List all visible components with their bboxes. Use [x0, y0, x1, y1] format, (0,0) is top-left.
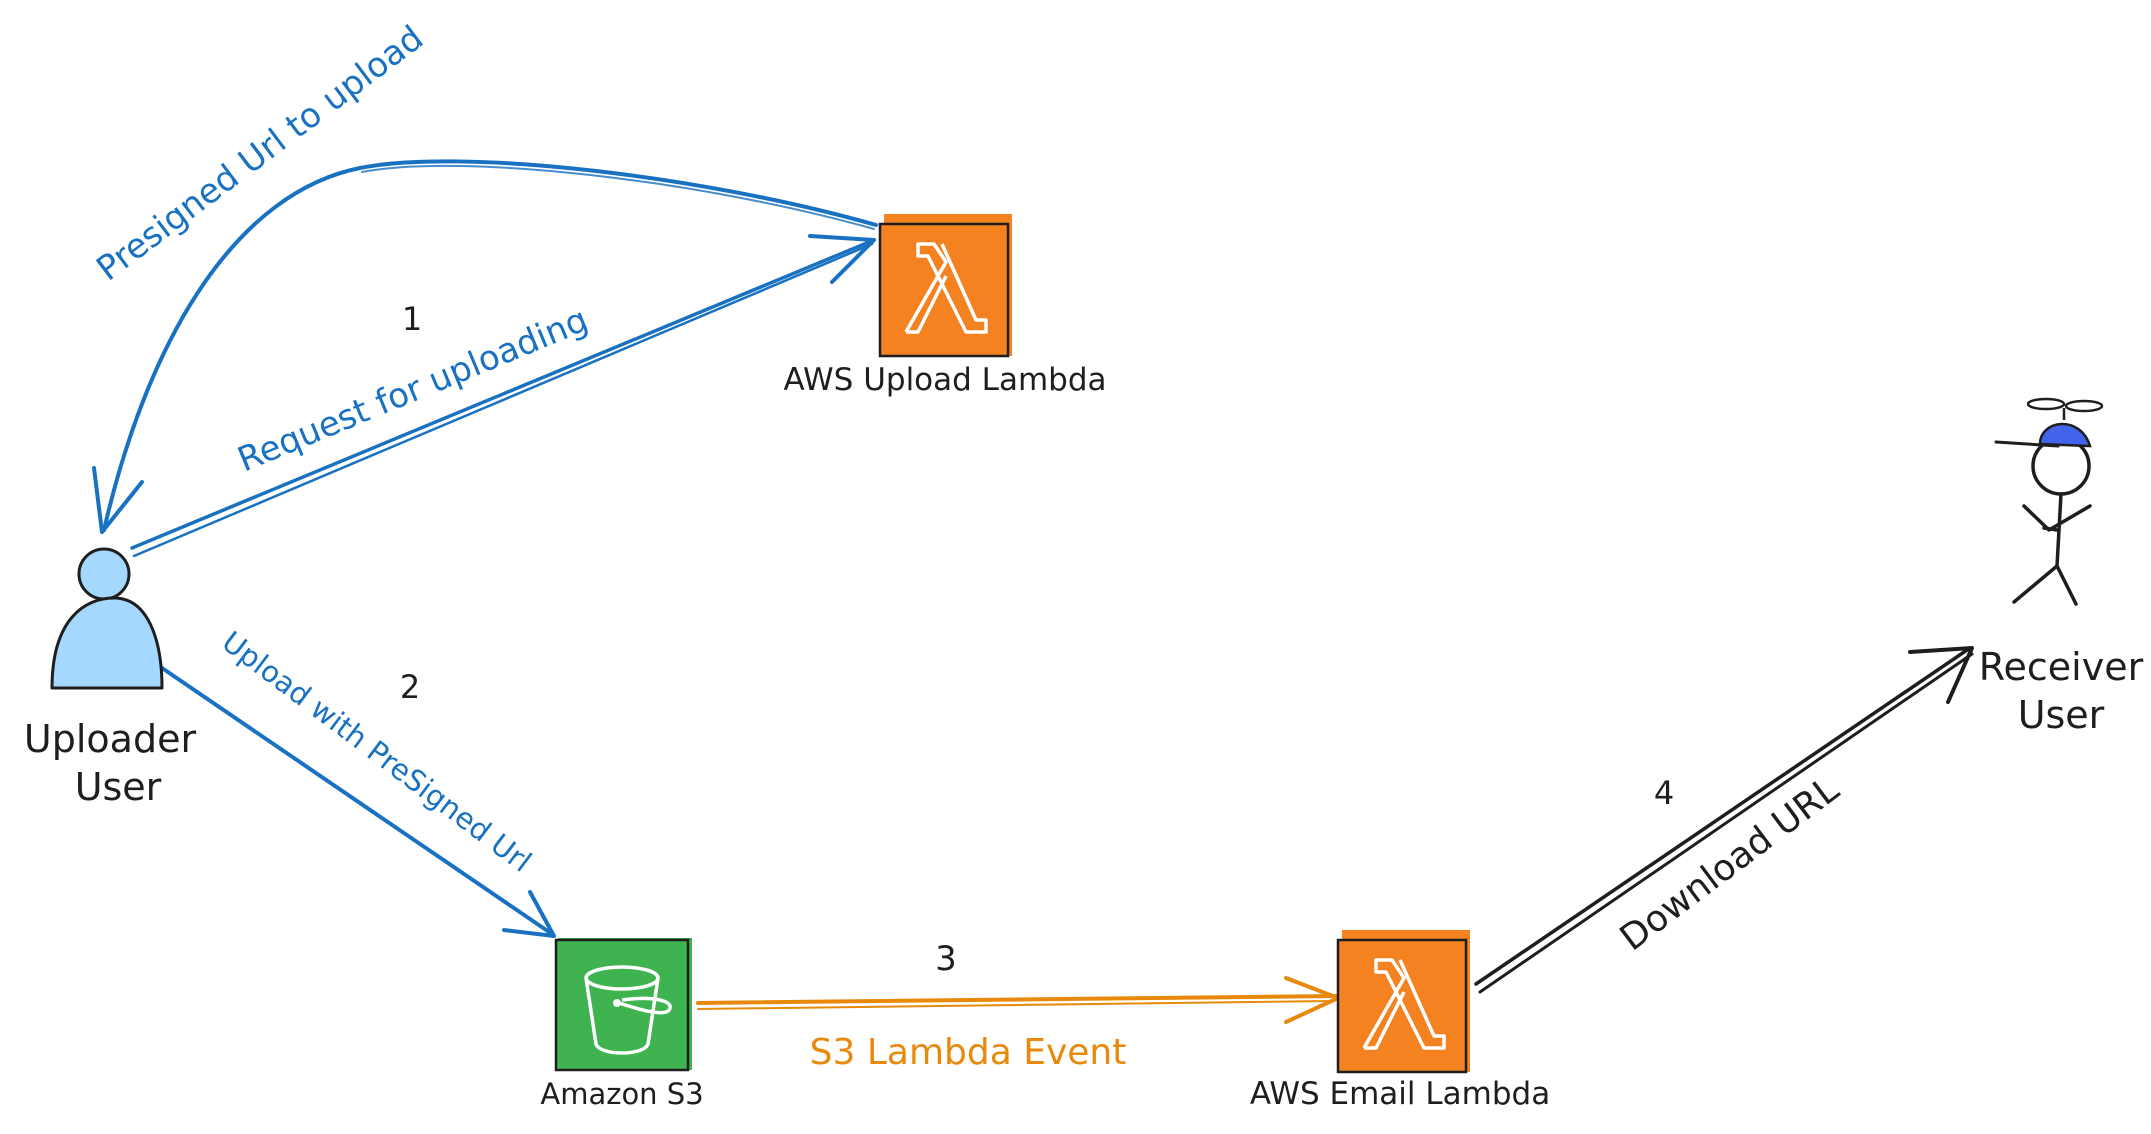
lambda-icon	[1362, 958, 1446, 1050]
edge-label-upload-presigned: Upload with PreSigned Url	[216, 624, 538, 878]
s3-node[interactable]	[554, 938, 692, 1072]
stick-figure-icon	[2012, 436, 2092, 606]
upload-lambda-node[interactable]	[878, 214, 1012, 358]
arrow-presigned-return	[92, 159, 878, 534]
receiver-user-node[interactable]	[1994, 397, 2104, 606]
step-number-1: 1	[402, 300, 422, 338]
arrow-download-url	[1474, 646, 1974, 994]
edge-label-s3-event: S3 Lambda Event	[810, 1032, 1127, 1073]
lambda-icon	[904, 242, 988, 334]
edge-label-presigned-return: Presigned Url to upload	[89, 18, 431, 289]
propeller-cap-icon	[1994, 397, 2104, 448]
upload-lambda-label: AWS Upload Lambda	[784, 362, 1107, 398]
step-number-3: 3	[935, 939, 957, 979]
receiver-label-line2: User	[2018, 693, 2105, 737]
uploader-label-line1: Uploader	[24, 717, 197, 761]
bucket-icon	[584, 965, 672, 1055]
email-lambda-node[interactable]	[1336, 930, 1470, 1074]
uploader-label-line2: User	[75, 765, 162, 809]
arrow-request-upload	[130, 234, 876, 558]
email-lambda-label: AWS Email Lambda	[1250, 1076, 1550, 1112]
arrow-upload-presigned	[160, 666, 556, 938]
s3-label: Amazon S3	[540, 1077, 703, 1111]
arrow-s3-event	[696, 976, 1340, 1024]
user-icon	[50, 547, 164, 690]
step-number-2: 2	[400, 668, 420, 706]
uploader-user-node[interactable]	[50, 547, 164, 690]
edge-label-download-url: Download URL	[1613, 769, 1847, 959]
step-number-4: 4	[1654, 774, 1674, 812]
receiver-label-line1: Receiver	[1979, 645, 2144, 689]
